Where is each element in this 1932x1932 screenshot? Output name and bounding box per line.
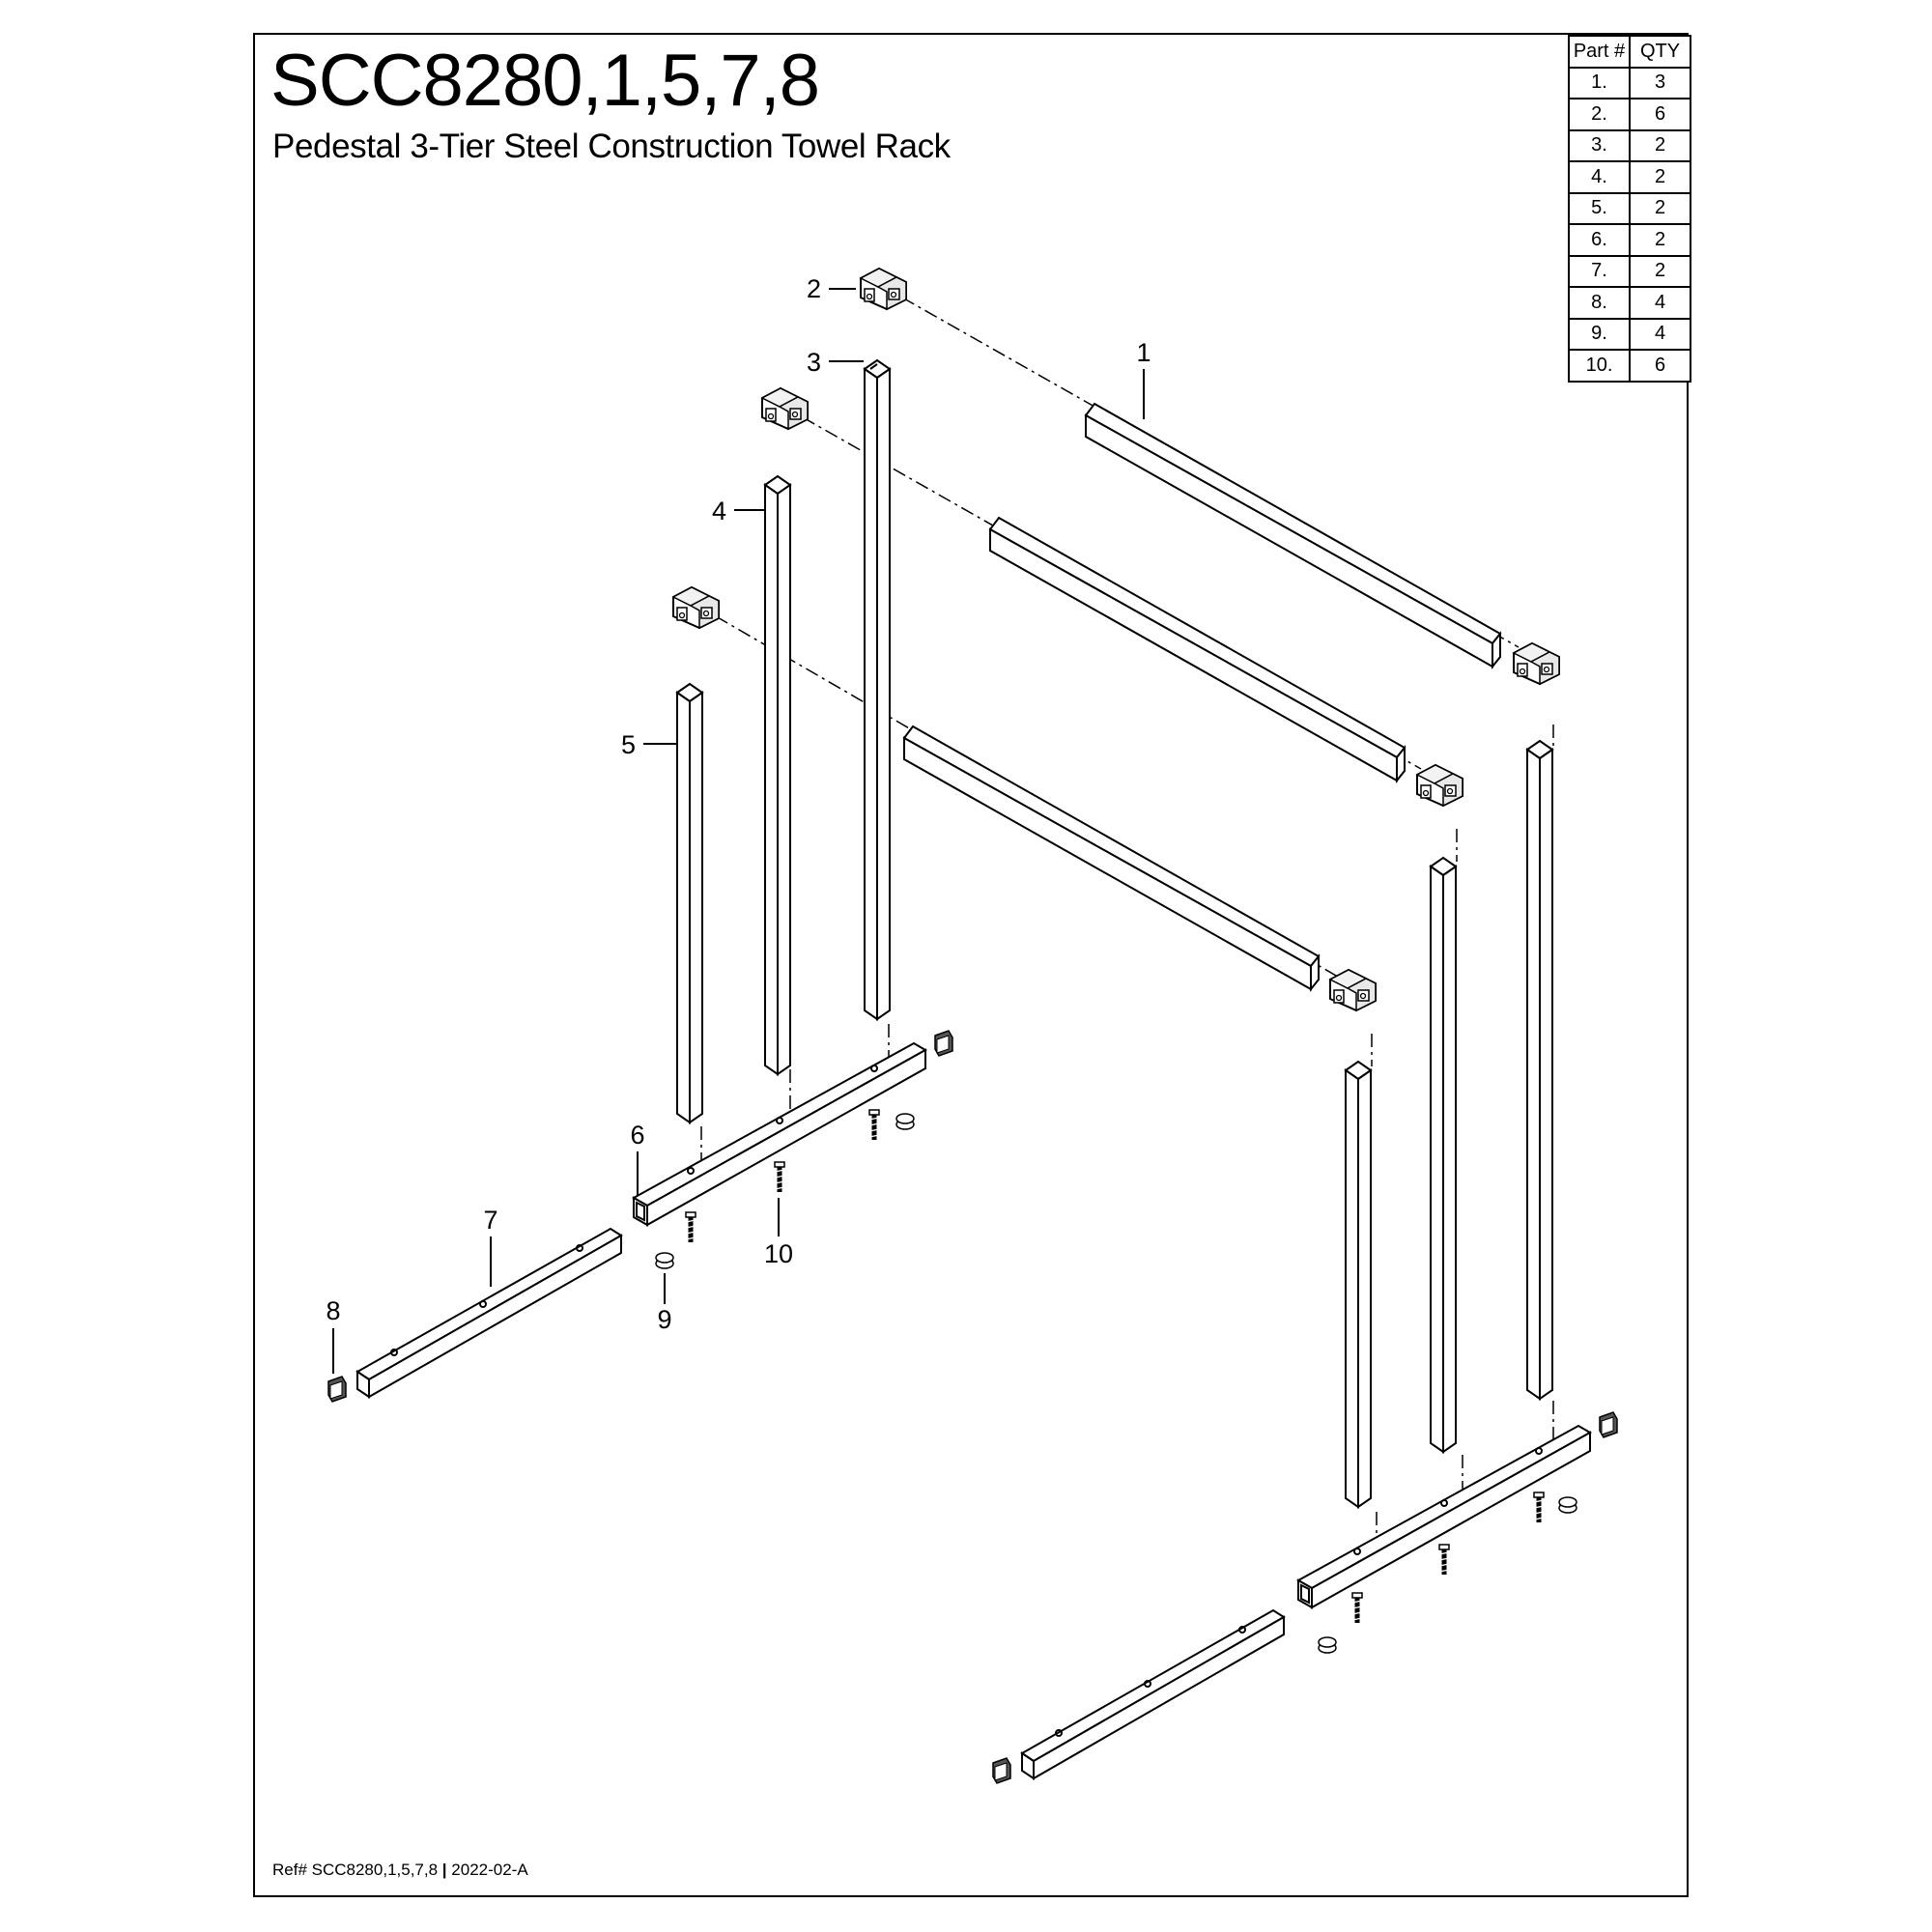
callout-7: 7 <box>483 1206 497 1235</box>
part-10-screw <box>1534 1492 1544 1522</box>
part-number-cell: 7. <box>1568 254 1631 288</box>
table-row: 8.4 <box>1568 286 1691 320</box>
part-number-cell: 4. <box>1568 160 1631 194</box>
part-6-base-bar-right <box>1295 1424 1593 1609</box>
qty-cell: 2 <box>1629 223 1691 257</box>
part-3-vertical-post-right <box>1525 739 1554 1401</box>
part-number-cell: 8. <box>1568 286 1631 320</box>
callout-9: 9 <box>657 1305 671 1334</box>
parts-table-header-part: Part # <box>1568 35 1631 69</box>
part-10-screw <box>1352 1593 1362 1623</box>
part-5-vertical-post-left <box>675 682 704 1124</box>
part-9-foot-pad <box>1558 1496 1577 1514</box>
table-row: 2.6 <box>1568 98 1691 131</box>
part-10-screw <box>869 1110 879 1140</box>
part-8-end-cap <box>934 1030 953 1057</box>
table-row: 1.3 <box>1568 66 1691 99</box>
qty-cell: 2 <box>1629 160 1691 194</box>
part-3-vertical-post-left <box>863 358 892 1021</box>
parts-table-header-row: Part # QTY <box>1568 35 1691 69</box>
footer-separator: | <box>441 1861 447 1879</box>
part-9-foot-pad <box>655 1252 674 1269</box>
part-2-elbow-connector <box>1329 969 1377 1011</box>
callout-3: 3 <box>807 348 821 377</box>
footer-revision: 2022-02-A <box>451 1861 528 1879</box>
footer-reference: Ref# SCC8280,1,5,7,8 | 2022-02-A <box>272 1861 528 1880</box>
part-2-elbow-connector <box>860 268 907 310</box>
part-number-cell: 5. <box>1568 191 1631 225</box>
page-title: SCC8280,1,5,7,8 <box>270 40 820 122</box>
callout-5: 5 <box>621 730 636 759</box>
alignment-lines <box>700 297 1554 1565</box>
part-2-elbow-connector <box>1513 642 1560 685</box>
parts-table: Part # QTY 1.3 2.6 3.2 4.2 5.2 6.2 7.2 8… <box>1568 35 1691 383</box>
qty-cell: 2 <box>1629 128 1691 162</box>
qty-cell: 6 <box>1629 349 1691 383</box>
qty-cell: 3 <box>1629 66 1691 99</box>
qty-cell: 2 <box>1629 254 1691 288</box>
parts-table-header-qty: QTY <box>1629 35 1691 69</box>
part-9-foot-pad <box>895 1113 915 1130</box>
callout-10: 10 <box>764 1239 793 1268</box>
callout-8: 8 <box>326 1296 340 1325</box>
qty-cell: 2 <box>1629 191 1691 225</box>
table-row: 5.2 <box>1568 191 1691 225</box>
part-10-screw <box>775 1162 784 1192</box>
part-2-elbow-connector <box>1416 764 1463 807</box>
page-subtitle: Pedestal 3-Tier Steel Construction Towel… <box>272 128 951 165</box>
qty-cell: 4 <box>1629 317 1691 351</box>
part-number-cell: 10. <box>1568 349 1631 383</box>
part-7-extension-bar-left <box>355 1227 623 1399</box>
table-row: 6.2 <box>1568 223 1691 257</box>
part-10-screw <box>1439 1545 1449 1575</box>
drawing-sheet-border <box>253 33 1689 1897</box>
callout-6: 6 <box>630 1121 644 1150</box>
part-1-horizontal-bar-middle <box>988 516 1406 783</box>
part-number-cell: 1. <box>1568 66 1631 99</box>
part-8-end-cap <box>1599 1411 1618 1438</box>
part-6-base-bar-left <box>631 1041 928 1227</box>
part-5-vertical-post-right <box>1344 1060 1373 1509</box>
callout-leaders <box>332 288 1145 1374</box>
qty-cell: 6 <box>1629 98 1691 131</box>
table-row: 4.2 <box>1568 160 1691 194</box>
part-2-elbow-connector <box>761 387 809 430</box>
part-8-end-cap <box>992 1757 1011 1784</box>
qty-cell: 4 <box>1629 286 1691 320</box>
part-8-end-cap <box>327 1376 347 1403</box>
part-4-vertical-post-right <box>1429 856 1458 1454</box>
callout-2: 2 <box>807 274 821 303</box>
part-10-screw <box>686 1212 696 1242</box>
callout-1: 1 <box>1136 338 1151 367</box>
part-9-foot-pad <box>1318 1636 1337 1654</box>
part-4-vertical-post-left <box>763 474 792 1076</box>
part-2-elbow-connector <box>672 586 720 629</box>
part-1-horizontal-bar-top <box>1084 402 1502 669</box>
part-number-cell: 3. <box>1568 128 1631 162</box>
footer-ref: Ref# SCC8280,1,5,7,8 <box>272 1861 439 1879</box>
callout-4: 4 <box>712 497 726 526</box>
part-number-cell: 2. <box>1568 98 1631 131</box>
table-row: 7.2 <box>1568 254 1691 288</box>
part-7-extension-bar-right <box>1020 1608 1286 1780</box>
table-row: 10.6 <box>1568 349 1691 383</box>
table-row: 9.4 <box>1568 317 1691 351</box>
part-1-horizontal-bar-bottom <box>902 724 1321 992</box>
part-number-cell: 6. <box>1568 223 1631 257</box>
table-row: 3.2 <box>1568 128 1691 162</box>
part-number-cell: 9. <box>1568 317 1631 351</box>
